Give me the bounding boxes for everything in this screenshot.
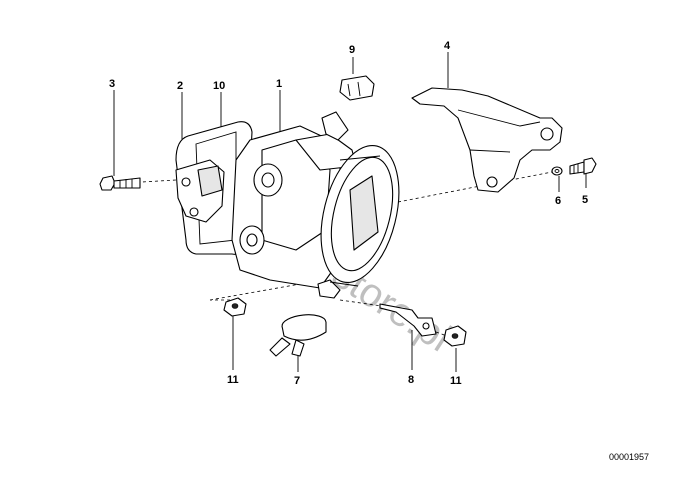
callout-2: 2	[177, 80, 183, 92]
nut-part-11-left	[223, 297, 247, 317]
callout-1: 1	[276, 78, 282, 90]
callout-7: 7	[294, 375, 300, 387]
bolt-part-5	[569, 157, 597, 175]
callout-numbers: 3 2 10 1 9 4 6 5 11 7 8 11	[109, 40, 588, 387]
callout-5: 5	[582, 194, 588, 206]
leader-lines	[113, 52, 587, 372]
callout-8: 8	[408, 374, 414, 386]
clip-part-9	[339, 75, 375, 101]
callout-4: 4	[444, 40, 451, 52]
callout-11-right: 11	[450, 375, 462, 387]
plug-part-7	[269, 314, 327, 357]
sensor-part-2	[175, 159, 225, 223]
bracket-part-4	[411, 87, 563, 193]
nut-part-11-right	[443, 325, 467, 347]
throttle-body-part-1	[231, 111, 400, 299]
part-number-label: 00001957	[609, 452, 649, 462]
bolt-part-3	[99, 175, 141, 191]
strap-part-8	[379, 303, 437, 337]
callout-3: 3	[109, 78, 115, 90]
callout-6: 6	[555, 195, 561, 207]
callout-9: 9	[349, 44, 355, 56]
washer-part-6	[551, 166, 563, 176]
callout-10: 10	[213, 80, 225, 92]
callout-11-left: 11	[227, 374, 239, 386]
